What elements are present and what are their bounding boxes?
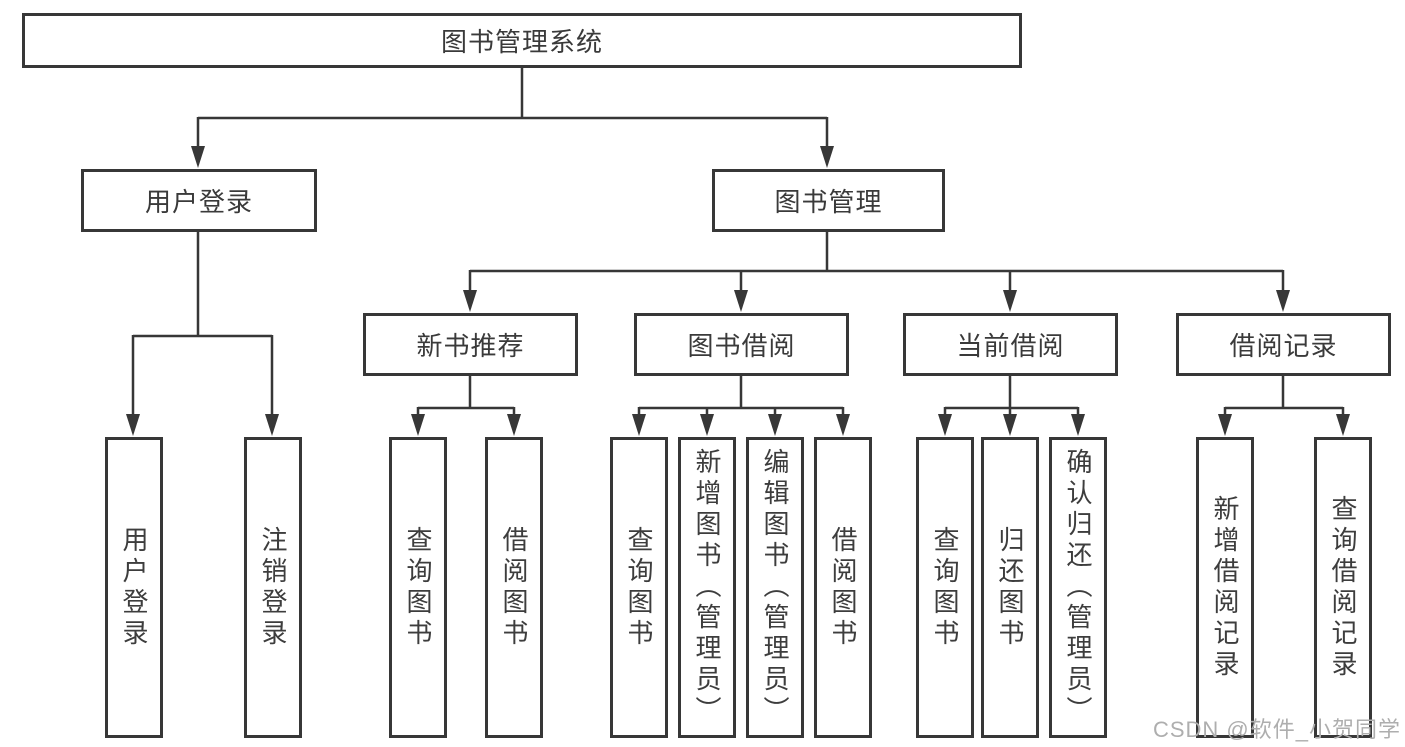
node-label: 当前借阅 [956,331,1065,361]
leaf-label: 查询借阅记录 [1328,494,1358,681]
arrow-down-icon [463,290,477,312]
arrow-down-icon [411,414,425,436]
arrow-down-icon [126,414,140,436]
arrow-down-icon [632,414,646,436]
leaf-label: 查询图书 [930,525,960,650]
node-label: 图书管理系统 [440,27,603,57]
node-label: 新书推荐 [416,331,525,361]
leaf-label: 注销登录 [258,525,288,650]
arrow-down-icon [820,146,834,168]
node-user-login: 用户登录 [81,169,317,232]
watermark: CSDN @软件_小贺同学 [1152,717,1401,742]
arrow-down-icon [1218,414,1232,436]
arrow-down-icon [1003,414,1017,436]
leaf-label: 用户登录 [119,525,149,650]
node-label: 图书借阅 [687,331,796,361]
node-library-management-system: 图书管理系统 [22,13,1022,68]
leaf-edit-books-admin: 编辑图书（管理员） [746,437,804,738]
connector-book-borrowing-rail [637,375,845,416]
node-label: 借阅记录 [1229,331,1338,361]
arrow-down-icon [768,414,782,436]
leaf-borrow-books: 借阅图书 [814,437,872,738]
leaf-query-books-current: 查询图书 [916,437,974,738]
arrow-down-icon [507,414,521,436]
leaf-label: 借阅图书 [499,525,529,650]
node-book-borrowing: 图书借阅 [634,313,849,376]
leaf-add-borrow-record: 新增借阅记录 [1196,437,1254,738]
node-borrowing-records: 借阅记录 [1176,313,1391,376]
connector-book-management-rail [468,231,1285,292]
arrow-down-icon [836,414,850,436]
arrow-down-icon [1336,414,1350,436]
leaf-query-books-recommendation: 查询图书 [389,437,447,738]
arrow-down-icon [191,146,205,168]
leaf-label: 查询图书 [403,525,433,650]
node-book-management: 图书管理 [712,169,945,232]
arrow-down-icon [1003,290,1017,312]
leaf-confirm-return-admin: 确认归还（管理员） [1049,437,1107,738]
arrow-down-icon [265,414,279,436]
connector-current-borrowing-rail [943,375,1080,416]
leaf-return-books: 归还图书 [981,437,1039,738]
connector-borrow-records-rail [1223,375,1345,416]
leaf-query-books-borrowing: 查询图书 [610,437,668,738]
arrow-down-icon [938,414,952,436]
arrow-down-icon [734,290,748,312]
connector-user-login-rail [131,231,274,416]
leaf-logout-login: 注销登录 [244,437,302,738]
leaf-label: 编辑图书（管理员） [760,448,790,727]
arrow-down-icon [700,414,714,436]
leaf-label: 借阅图书 [828,525,858,650]
arrow-down-icon [1276,290,1290,312]
leaf-add-books-admin: 新增图书（管理员） [678,437,736,738]
arrow-down-icon [1071,414,1085,436]
connector-level2-rail [196,116,829,147]
leaf-user-login: 用户登录 [105,437,163,738]
node-new-book-recommendation: 新书推荐 [363,313,578,376]
leaf-label: 归还图书 [995,525,1025,650]
leaf-borrow-books-recommendation: 借阅图书 [485,437,543,738]
leaf-label: 查询图书 [624,525,654,650]
node-current-borrowing: 当前借阅 [903,313,1118,376]
leaf-label: 新增借阅记录 [1210,494,1240,681]
leaf-label: 新增图书（管理员） [692,448,722,727]
leaf-query-borrow-record: 查询借阅记录 [1314,437,1372,738]
leaf-label: 确认归还（管理员） [1063,448,1093,727]
node-label: 图书管理 [774,187,883,217]
connector-new-book-rail [416,375,516,416]
node-label: 用户登录 [144,187,253,217]
